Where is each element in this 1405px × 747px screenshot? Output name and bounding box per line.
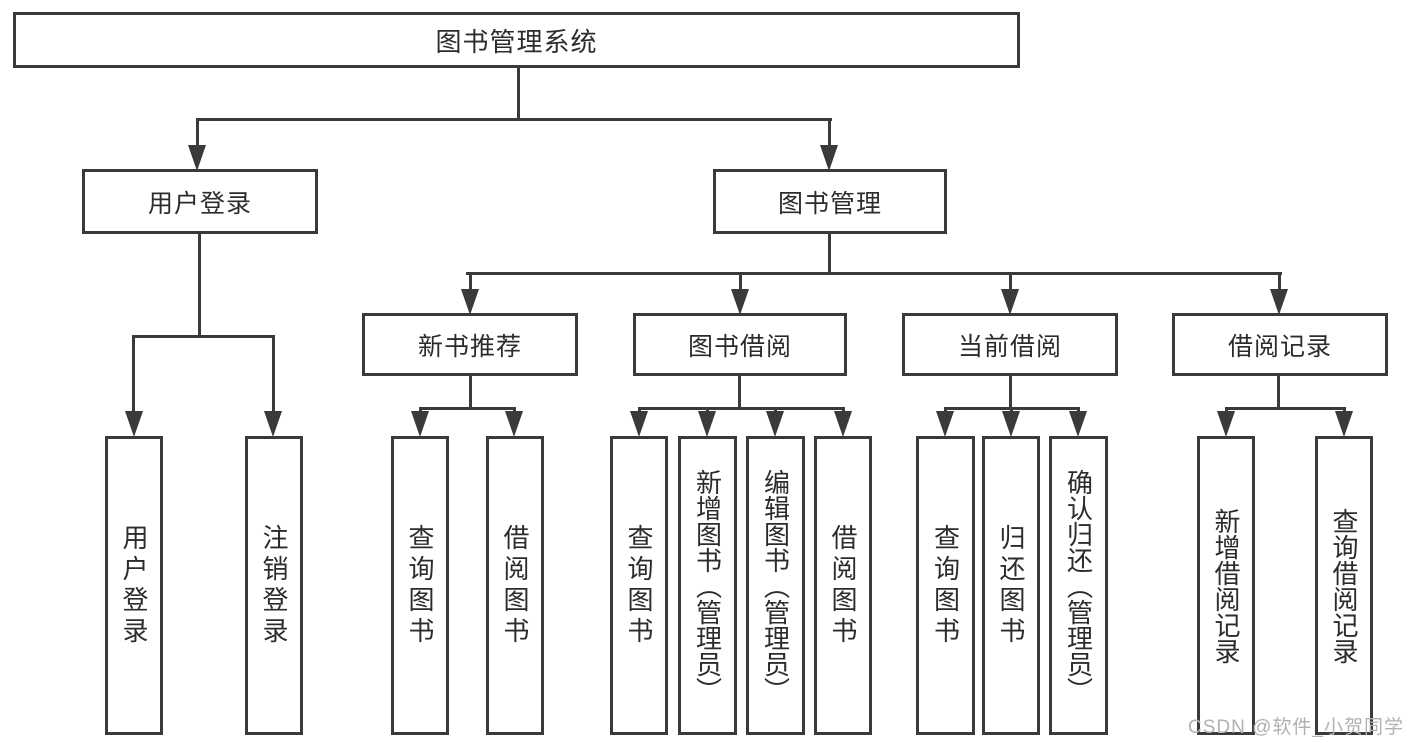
edge-to-leaf-confirm-return [1077,407,1080,414]
leaf-add-book-admin: 新增图书（管理员） [678,436,737,735]
leaf-confirm-return-admin: 确认归还（管理员） [1049,436,1108,735]
edge-borrowing-drop [738,376,741,407]
edge-records-split [1225,407,1346,410]
edge-to-leaf-user-login [132,335,135,412]
edge-to-book-management [828,118,831,147]
leaf-logout: 注销登录 [245,436,303,735]
node-current-borrowing: 当前借阅 [902,313,1118,376]
arrowhead-leaf-logout [264,411,282,437]
edge-user-login-drop [198,234,201,335]
edge-book-management-split [466,272,1282,275]
edge-to-user-login [196,118,199,147]
edge-to-leaf-return-book [1010,407,1013,414]
edge-to-leaf-logout [272,335,275,412]
edge-current-drop [1009,376,1012,407]
edge-recommend-split [419,407,516,410]
arrowhead-query-recommend [411,411,429,437]
leaf-query-book-recommend: 查询图书 [391,436,449,735]
arrowhead-user-login [188,145,206,171]
edge-to-leaf-edit-book [774,407,777,414]
leaf-query-borrow-record: 查询借阅记录 [1315,436,1373,735]
edge-to-book-borrowing [739,272,742,290]
arrowhead-return-book [1002,411,1020,437]
edge-to-leaf-borrow-recommend [513,407,516,414]
leaf-borrow-book-recommend: 借阅图书 [486,436,544,735]
edge-root-split [196,118,832,121]
arrowhead-add-book [698,411,716,437]
arrowhead-query-current [936,411,954,437]
leaf-add-borrow-record: 新增借阅记录 [1197,436,1255,735]
arrowhead-new-book-recommendation [461,289,479,315]
edge-user-login-split [132,335,275,338]
node-book-borrowing: 图书借阅 [633,313,847,376]
arrowhead-leaf-user-login [125,411,143,437]
node-new-book-recommendation: 新书推荐 [362,313,578,376]
edge-to-leaf-borrow-book [842,407,845,414]
edge-to-new-book-recommendation [469,272,472,290]
node-book-management: 图书管理 [713,169,947,234]
leaf-query-book-borrowing: 查询图书 [610,436,668,735]
node-library-management-system: 图书管理系统 [13,12,1020,68]
leaf-edit-book-admin: 编辑图书（管理员） [746,436,805,735]
edge-to-leaf-query-recommend [419,407,422,414]
leaf-borrow-book: 借阅图书 [814,436,872,735]
edge-records-drop [1277,376,1280,407]
leaf-query-book-current: 查询图书 [916,436,975,735]
arrowhead-add-record [1217,411,1235,437]
edge-to-borrowing-records [1278,272,1281,290]
arrowhead-borrow-recommend [505,411,523,437]
edge-to-leaf-add-book [706,407,709,414]
arrowhead-borrowing-records [1270,289,1288,315]
arrowhead-current-borrowing [1001,289,1019,315]
csdn-watermark: CSDN @软件_小贺同学 [1188,717,1404,738]
edge-borrowing-split [638,407,845,410]
edge-to-leaf-add-record [1225,407,1228,414]
leaf-return-book: 归还图书 [982,436,1040,735]
leaf-user-login: 用户登录 [105,436,163,735]
edge-to-leaf-query-borrowing [638,407,641,414]
edge-recommend-drop [469,376,472,407]
edge-to-leaf-query-record [1343,407,1346,414]
arrowhead-confirm-return [1069,411,1087,437]
edge-book-management-drop [828,234,831,272]
edge-to-leaf-query-current [944,407,947,414]
node-user-login: 用户登录 [82,169,318,234]
arrowhead-book-borrowing [731,289,749,315]
edge-root-drop [517,68,520,118]
arrowhead-query-record [1335,411,1353,437]
arrowhead-book-management [820,145,838,171]
arrowhead-edit-book [766,411,784,437]
arrowhead-query-borrowing [630,411,648,437]
node-borrowing-records: 借阅记录 [1172,313,1388,376]
arrowhead-borrow-book [834,411,852,437]
edge-to-current-borrowing [1009,272,1012,290]
